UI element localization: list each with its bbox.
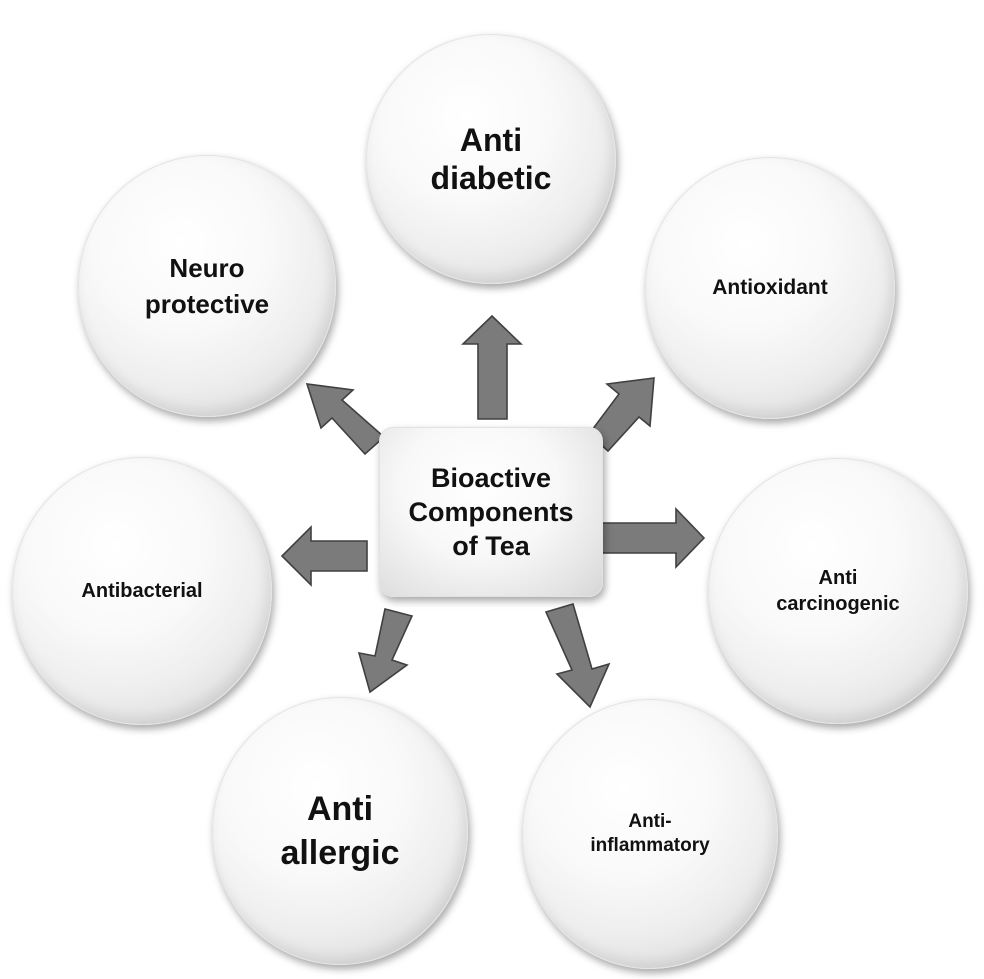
antibacterial-node: Antibacterial xyxy=(12,457,272,725)
arrow-to-antioxidant xyxy=(587,377,655,453)
neuro-protective-node: Neuro protective xyxy=(78,155,336,417)
antibacterial-label: Antibacterial xyxy=(81,580,203,602)
neuro-protective-label: Neuro protective xyxy=(144,253,270,319)
anti-diabetic-label: Anti diabetic xyxy=(430,122,552,196)
arrow-to-neuro-protective xyxy=(305,383,386,456)
center-label: Bioactive Components of Tea xyxy=(408,463,574,561)
arrow-to-anti-allergic xyxy=(357,608,414,694)
anti-inflammatory-label: Anti- inflammatory xyxy=(590,811,710,856)
anti-carcinogenic-node: Anti carcinogenic xyxy=(708,458,968,724)
arrow-to-anti-carcinogenic xyxy=(600,507,706,569)
antioxidant-node: Antioxidant xyxy=(645,157,895,419)
antioxidant-label: Antioxidant xyxy=(712,276,828,299)
arrow-to-anti-diabetic xyxy=(461,314,523,420)
anti-inflammatory-node: Anti- inflammatory xyxy=(522,699,778,969)
anti-allergic-node: Anti allergic xyxy=(212,697,468,965)
anti-diabetic-node: Anti diabetic xyxy=(366,34,616,284)
center-node: Bioactive Components of Tea xyxy=(379,427,603,597)
anti-allergic-label: Anti allergic xyxy=(280,790,400,872)
arrow-to-anti-inflammatory xyxy=(544,603,611,709)
arrow-to-antibacterial xyxy=(280,525,368,587)
anti-carcinogenic-label: Anti carcinogenic xyxy=(776,567,900,615)
